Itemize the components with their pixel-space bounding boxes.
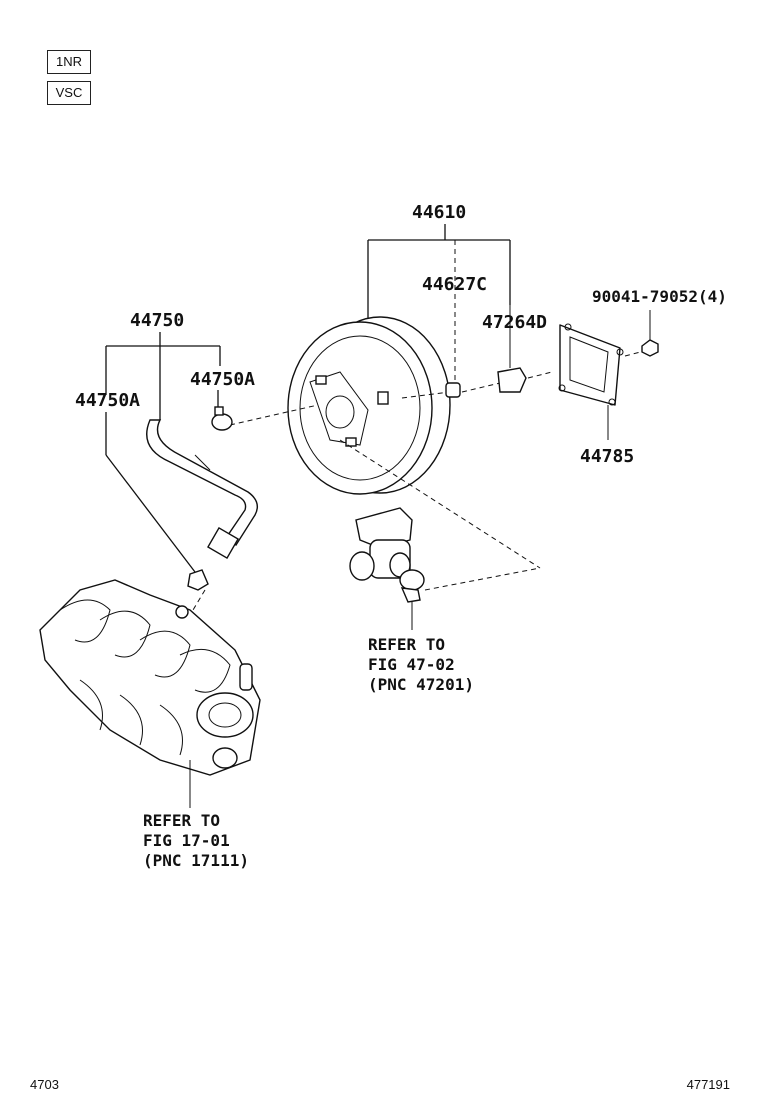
grommet-44627c <box>445 382 461 398</box>
label-47264d[interactable]: 47264D <box>482 312 547 333</box>
align-line-connector <box>189 589 206 616</box>
label-44750a-clamp[interactable]: 44750A <box>190 369 255 390</box>
align-line-mc-top <box>339 439 541 569</box>
ref-mc-line2: FIG 47-02 <box>368 655 455 674</box>
footer-page-ref: 4703 <box>30 1077 59 1092</box>
label-44627c[interactable]: 44627C <box>422 274 487 295</box>
align-line-gasket <box>527 371 553 379</box>
brake-booster-drawing <box>287 316 451 495</box>
ref-mc-line3: (PNC 47201) <box>368 675 474 694</box>
callout-44750-bracket <box>105 332 221 573</box>
ref-manifold-line2: FIG 17-01 <box>143 831 230 850</box>
bracket-47264d <box>497 305 527 393</box>
callout-44610-bracket <box>367 224 511 380</box>
label-90041-79052[interactable]: 90041-79052(4) <box>592 287 727 306</box>
label-44750a-connector[interactable]: 44750A <box>75 390 140 411</box>
vacuum-hose-44750 <box>146 419 258 559</box>
ref-manifold-line3: (PNC 17111) <box>143 851 249 870</box>
tag-1nr: 1NR <box>47 50 91 74</box>
ref-manifold-line1: REFER TO <box>143 811 220 830</box>
label-44610[interactable]: 44610 <box>412 202 466 223</box>
nut-90041 <box>641 310 659 357</box>
align-line-hose <box>229 404 319 426</box>
align-line-mc-bottom <box>424 567 541 591</box>
connector-44750a <box>187 569 209 591</box>
align-line-bracket <box>461 382 501 393</box>
align-line-booster <box>401 391 451 399</box>
tag-vsc: VSC <box>47 81 91 105</box>
hose-clamp-44750a <box>211 406 233 431</box>
ref-mc-line1: REFER TO <box>368 635 445 654</box>
label-44750[interactable]: 44750 <box>130 310 184 331</box>
master-cylinder-drawing <box>349 507 425 630</box>
intake-manifold-drawing <box>39 579 261 808</box>
label-44785[interactable]: 44785 <box>580 446 634 467</box>
gasket-44785 <box>558 323 624 440</box>
footer-illustration-id: 477191 <box>686 1077 730 1092</box>
